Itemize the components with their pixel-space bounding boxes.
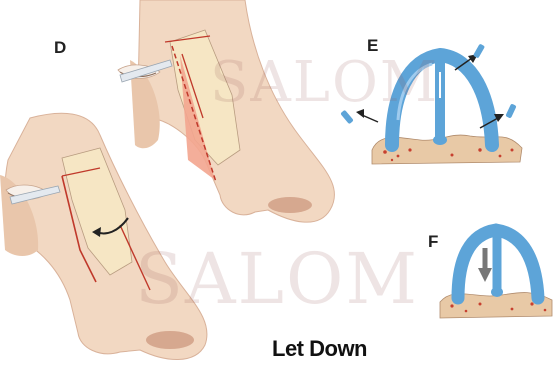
septum-diagram-e	[340, 43, 522, 164]
nose-profile-lower	[0, 113, 207, 359]
panel-label-d: D	[54, 38, 66, 58]
panel-label-e: E	[367, 36, 378, 56]
downward-arrow-icon	[478, 248, 492, 282]
septum-diagram-f	[440, 230, 552, 318]
figure-caption: Let Down	[272, 336, 367, 362]
panel-label-f: F	[428, 232, 438, 252]
nose-profile-upper	[118, 0, 335, 222]
outward-arrow-icon	[340, 109, 378, 124]
